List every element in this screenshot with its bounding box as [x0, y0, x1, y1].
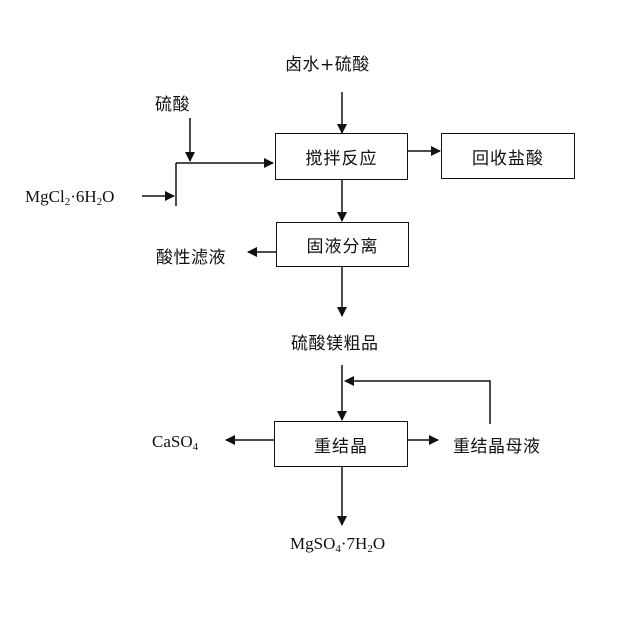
output-mgso4-product-label: MgSO4·7H2O	[290, 534, 386, 555]
mother-liquor-label: 重结晶母液	[453, 437, 541, 457]
step-separation-label: 固液分离	[306, 237, 379, 257]
crude-mgso4-label: 硫酸镁粗品	[291, 334, 379, 354]
input-sulfuric-acid-label: 硫酸	[155, 95, 190, 115]
input-mgcl2-label: MgCl2·6H2O	[25, 187, 115, 208]
output-caso4-label: CaSO4	[152, 432, 199, 453]
step-recover-hcl-box: 回收盐酸	[441, 133, 575, 179]
step-stir-react-box: 搅拌反应	[275, 133, 408, 180]
step-separation-box: 固液分离	[276, 222, 409, 267]
step-recover-hcl-label: 回收盐酸	[472, 148, 544, 169]
step-recrystallize-label: 重结晶	[314, 436, 368, 457]
input-brine-acid-label: 卤水+硫酸	[285, 55, 370, 75]
step-recrystallize-box: 重结晶	[274, 421, 408, 467]
arrow-mother-liquor-recycle	[344, 376, 491, 424]
acid-filtrate-label: 酸性滤液	[156, 248, 226, 268]
step-stir-react-label: 搅拌反应	[305, 149, 378, 169]
